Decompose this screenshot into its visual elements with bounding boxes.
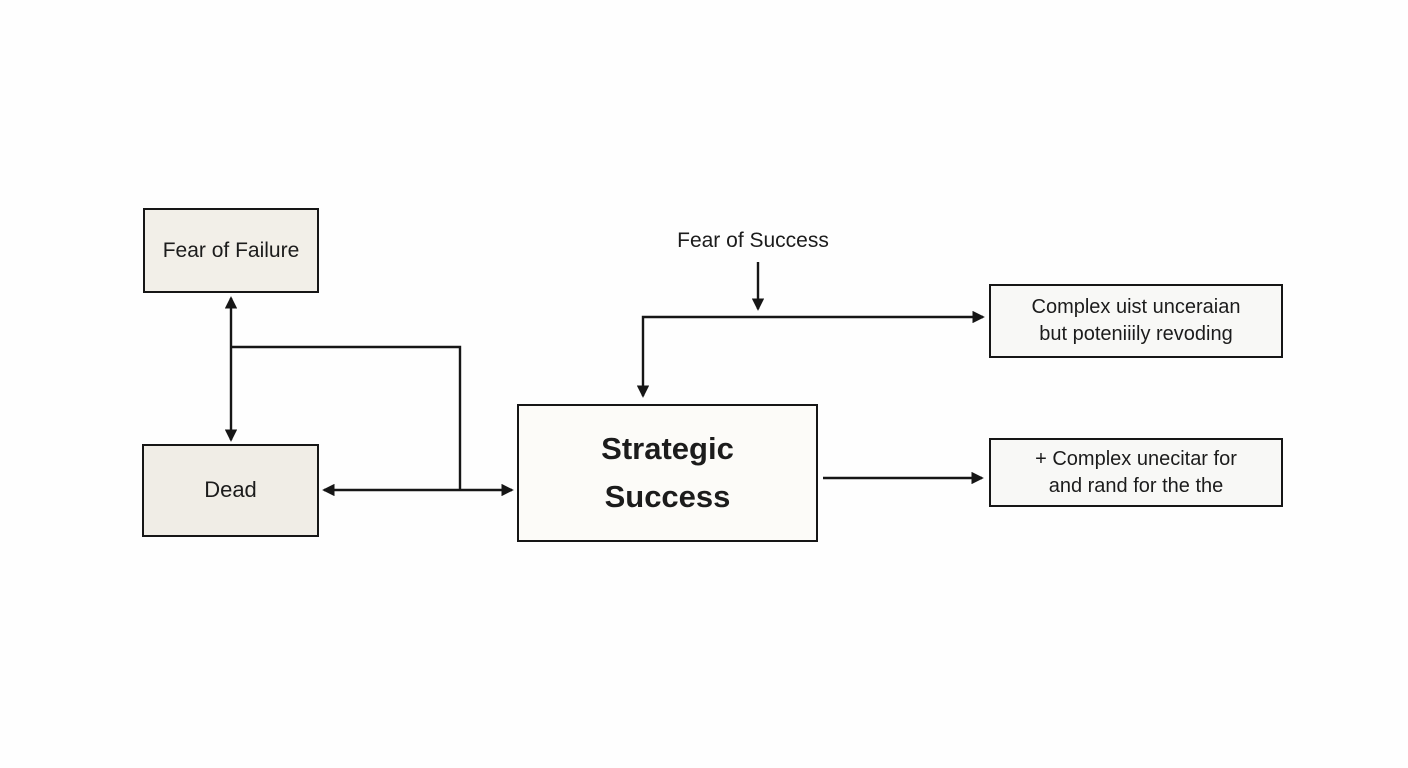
fear-of-failure-label: Fear of Failure <box>162 238 300 262</box>
fear-of-success-label: Fear of Success <box>677 229 829 252</box>
dead-label: Dead <box>204 477 257 503</box>
branch-elbow-line <box>232 345 462 489</box>
dead-box: Dead <box>142 444 319 537</box>
outcome-top-line1: Complex uist unceraian <box>1031 296 1241 318</box>
elbow-to-outcome-top-and-strategic <box>636 310 985 398</box>
strategic-success-box: Strategic Success <box>517 404 818 542</box>
strategic-success-label-line1: Strategic <box>601 431 734 466</box>
outcome-top-line2: but poteniiily revoding <box>1039 323 1233 345</box>
strategic-success-label-line2: Success <box>604 479 731 514</box>
outcome-bottom-box: + Complex unecitar for and rand for the … <box>989 438 1283 507</box>
outcome-top-box: Complex uist unceraian but poteniiily re… <box>989 284 1283 358</box>
fear-of-failure-box: Fear of Failure <box>143 208 319 293</box>
outcome-bottom-line2: and rand for the the <box>1048 474 1224 497</box>
outcome-bottom-line1: + Complex unecitar for <box>1035 447 1237 470</box>
